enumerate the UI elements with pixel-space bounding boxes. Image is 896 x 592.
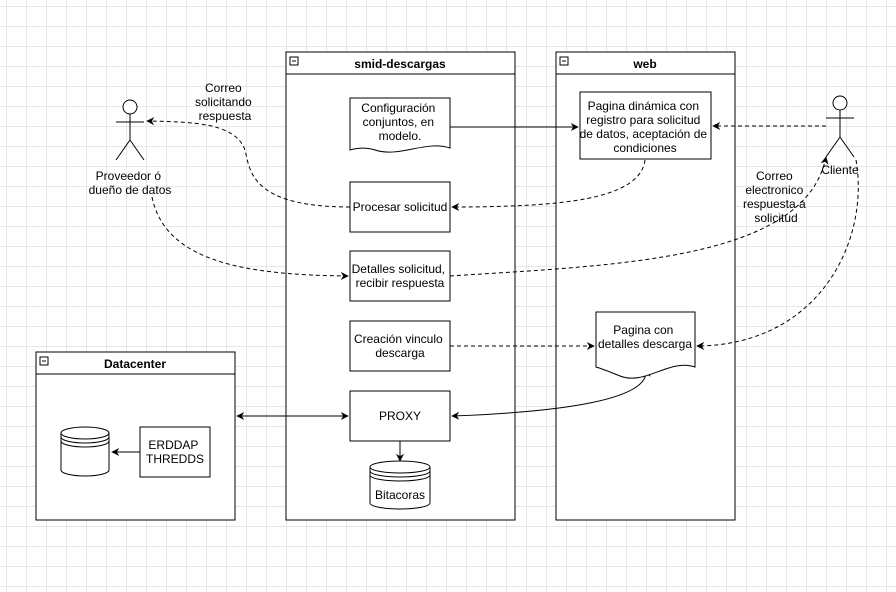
node-proxy[interactable]: PROXY: [349, 390, 451, 442]
edge-label-correo-electronico: respuesta a: [743, 197, 806, 211]
svg-text:Procesar solicitud: Procesar solicitud: [353, 200, 448, 214]
edge-web-to-procesar: [451, 159, 646, 211]
svg-text:Creación vinculo descarg: Creación vinculo descarga: [354, 332, 446, 360]
node-detalles[interactable]: Detalles solicitud, recibir respuesta: [349, 250, 451, 302]
person-icon: [122, 99, 138, 115]
node-erddap[interactable]: ERDDAP THREDDS: [139, 426, 211, 478]
edge-label-correo-electronico: Correo: [756, 169, 793, 183]
node-detalles-line: Detalles solicitud,: [352, 262, 445, 276]
node-creacion-line: Creación vinculo: [354, 332, 443, 346]
node-creacion[interactable]: Creación vinculo descarga: [349, 320, 451, 372]
edge-proxy-pagina: [451, 369, 651, 420]
container-title-smid: smid-descargas: [354, 57, 446, 71]
actor-cliente-label: Cliente: [821, 163, 859, 177]
node-pagina-detalles-line: detalles descarga: [598, 337, 692, 351]
edge-label-correo-solicitando: Correo: [205, 81, 242, 95]
node-config-line: modelo.: [379, 129, 422, 143]
node-pagina-dinamica-line: condiciones: [613, 141, 676, 155]
svg-text:PROXY: PROXY: [379, 409, 421, 423]
node-creacion-line: descarga: [375, 346, 425, 360]
svg-text:Configuración conjuntos,: Configuración conjuntos, en modelo.: [361, 101, 438, 143]
node-detalles-line: recibir respuesta: [356, 276, 445, 290]
node-bitacoras[interactable]: Bitacoras: [369, 460, 431, 510]
svg-text:Pagina dinámica con regi: Pagina dinámica con registro para solici…: [580, 99, 711, 155]
node-datacenter-db[interactable]: [60, 426, 110, 477]
person-icon: [832, 95, 848, 111]
container-title-web: web: [632, 57, 656, 71]
edge-label-correo-solicitando: respuesta: [199, 109, 252, 123]
svg-text:Detalles solicitud, reci: Detalles solicitud, recibir respuesta: [352, 262, 449, 290]
node-pagina-detalles-line: Pagina con: [613, 323, 673, 337]
svg-text:Bitacoras: Bitacoras: [375, 488, 425, 502]
edge-label-correo-solicitando: solicitando: [195, 95, 252, 109]
node-pagina-dinamica-line: Pagina dinámica con: [588, 99, 699, 113]
edge-label-correo-electronico: electronico: [745, 183, 803, 197]
node-procesar[interactable]: Procesar solicitud: [349, 181, 451, 233]
edge-detalles-to-cliente: [449, 156, 829, 277]
node-bitacoras-line: Bitacoras: [375, 488, 425, 502]
actor-cliente[interactable]: [825, 95, 855, 158]
node-config-line: conjuntos, en: [363, 115, 434, 129]
node-pagina-dinamica-line: de datos, aceptación de: [580, 127, 708, 141]
node-pagina-detalles[interactable]: Pagina con detalles descarga: [595, 311, 696, 379]
actor-proveedor[interactable]: [115, 99, 145, 161]
node-pagina-dinamica[interactable]: Pagina dinámica con registro para solici…: [579, 91, 712, 160]
svg-text:Cliente: Cliente: [821, 163, 859, 177]
svg-text:Proveedor ó dueño de datos: Proveedor ó dueño de datos: [89, 169, 172, 197]
actor-proveedor-label: dueño de datos: [89, 183, 172, 197]
container-title-datacenter: Datacenter: [104, 357, 166, 371]
node-pagina-dinamica-line: registro para solicitud: [586, 113, 700, 127]
edge-procesar-to-proveedor: [146, 117, 351, 208]
svg-text:Correo solicitando res: Correo solicitando respuesta: [195, 81, 255, 123]
actor-proveedor-label: Proveedor ó: [96, 169, 162, 183]
node-erddap-line: ERDDAP: [148, 438, 198, 452]
node-procesar-line: Procesar solicitud: [353, 200, 448, 214]
node-config-line: Configuración: [361, 101, 435, 115]
edge-label-correo-electronico: solicitud: [754, 211, 797, 225]
svg-text:Correo electronico res: Correo electronico respuesta a solicitud: [743, 169, 809, 225]
edge-cliente-to-pagina: [696, 159, 859, 350]
svg-text:Pagina con detalles desc: Pagina con detalles descarga: [598, 323, 692, 351]
svg-text:ERDDAP THREDDS: ERDDAP THREDDS: [146, 438, 204, 466]
edge-proveedor-to-detalles: [151, 196, 349, 280]
node-config[interactable]: Configuración conjuntos, en modelo.: [349, 97, 451, 153]
node-proxy-line: PROXY: [379, 409, 421, 423]
node-erddap-line: THREDDS: [146, 452, 204, 466]
